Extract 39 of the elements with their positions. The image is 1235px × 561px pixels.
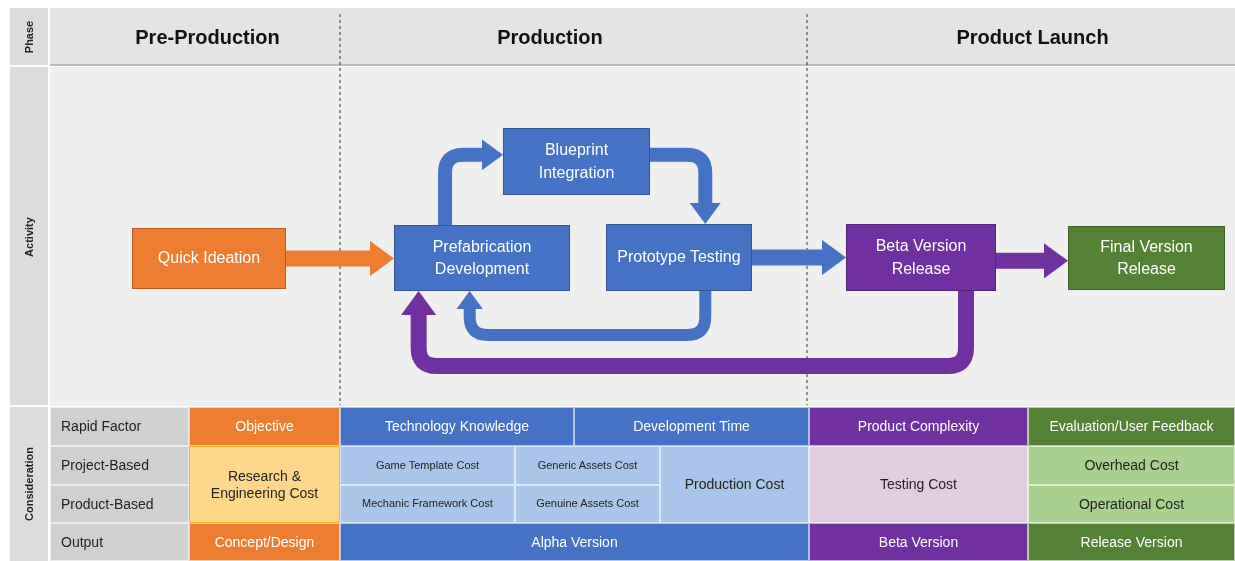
phase-heading: Product Launch <box>955 25 1110 50</box>
table-cell: Release Version <box>1028 523 1235 561</box>
process-box: Prefabrication Development <box>394 225 570 291</box>
table-cell: Game Template Cost <box>340 446 515 485</box>
table-cell: Production Cost <box>660 446 809 523</box>
row-heading: Output <box>50 523 189 561</box>
row-group-heading: Activity <box>23 216 35 257</box>
table-cell: Alpha Version <box>340 523 809 561</box>
process-box: Prototype Testing <box>606 224 752 291</box>
table-cell: Technology Knowledge <box>340 407 574 446</box>
process-box: Final Version Release <box>1068 226 1225 290</box>
table-cell: Evaluation/User Feedback <box>1028 407 1235 446</box>
table-cell: Product Complexity <box>809 407 1028 446</box>
phase-heading: Pre-Production <box>134 25 281 50</box>
table-cell: Research & Engineering Cost <box>189 446 340 523</box>
table-cell: Beta Version <box>809 523 1028 561</box>
table-cell: Generic Assets Cost <box>515 446 660 485</box>
table-cell: Operational Cost <box>1028 485 1235 523</box>
phase-heading: Production <box>496 25 604 50</box>
row-group-heading: Consideration <box>23 447 35 521</box>
table-cell: Genuine Assets Cost <box>515 485 660 523</box>
table-cell: Objective <box>189 407 340 446</box>
arrow <box>438 139 503 225</box>
table-cell: Mechanic Framework Cost <box>340 485 515 523</box>
row-heading: Project-Based <box>50 446 189 485</box>
table-cell: Concept/Design <box>189 523 340 561</box>
arrow <box>752 239 846 276</box>
process-box: Blueprint Integration <box>503 128 650 195</box>
table-cell: Overhead Cost <box>1028 446 1235 485</box>
table-cell: Development Time <box>574 407 809 446</box>
row-group-heading: Phase <box>23 20 35 54</box>
row-heading: Product-Based <box>50 485 189 523</box>
arrow <box>996 243 1068 279</box>
row-heading: Rapid Factor <box>50 407 189 446</box>
table-cell: Testing Cost <box>809 446 1028 523</box>
arrow <box>286 240 394 277</box>
process-box: Quick Ideation <box>132 228 286 289</box>
arrow <box>401 291 974 374</box>
process-box: Beta Version Release <box>846 224 996 291</box>
